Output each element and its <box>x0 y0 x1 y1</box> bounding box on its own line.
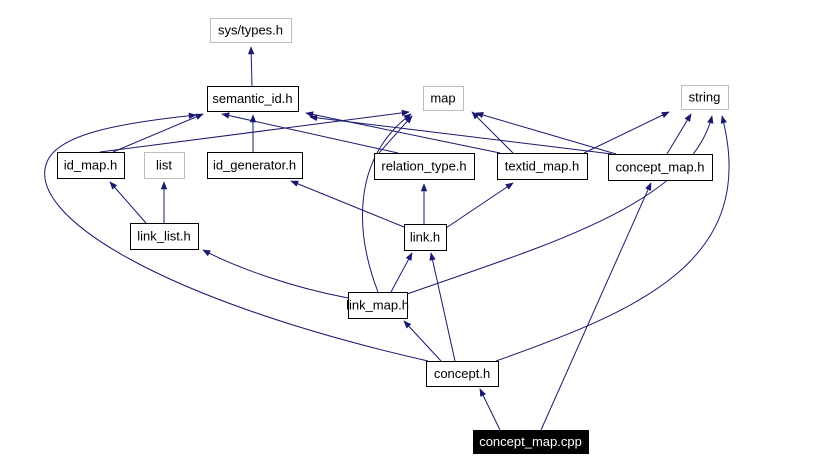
edge-textid-map-h-to-map <box>471 111 514 154</box>
node-concept-map-h[interactable]: concept_map.h <box>608 154 713 181</box>
edge-relation-type-h-to-map <box>378 115 413 154</box>
node-box-semantic-id-h[interactable] <box>207 86 299 112</box>
edge-link-map-h-to-link-list-h <box>202 249 349 299</box>
node-label-map: map <box>430 91 455 106</box>
edge-id-map-h-to-semantic-id-h <box>112 113 204 153</box>
edge-textid-map-h-to-semantic-id-h <box>305 111 501 154</box>
node-link-list-h[interactable]: link_list.h <box>130 223 199 250</box>
node-list: list <box>144 152 185 179</box>
edge-id-map-h-to-map <box>99 109 410 153</box>
edge-concept-h-to-string <box>495 115 730 362</box>
edge-concept-h-to-link-map-h <box>403 320 442 362</box>
edge-link-map-h-to-string <box>406 115 714 295</box>
node-label-link-map-h: link_map.h <box>346 298 409 313</box>
edge-textid-map-h-to-string <box>583 111 670 154</box>
node-box-textid-map-h[interactable] <box>497 153 588 180</box>
edge-link-map-h-to-map <box>362 113 412 293</box>
node-id-map-h[interactable]: id_map.h <box>57 152 125 179</box>
node-link-h[interactable]: link.h <box>404 224 447 251</box>
edge-link-h-to-id-generator-h <box>290 180 405 228</box>
edge-concept-map-h-to-string <box>666 113 692 155</box>
node-string: string <box>681 85 729 110</box>
edge-concept-map-cpp-to-concept-map-h <box>540 182 652 431</box>
node-box-concept-map-h[interactable] <box>608 154 713 181</box>
edge-link-list-h-to-id-map-h <box>109 181 147 224</box>
node-box-sys-types-h <box>210 18 292 43</box>
node-box-link-map-h[interactable] <box>348 292 408 319</box>
node-box-concept-h[interactable] <box>426 361 499 387</box>
node-box-concept-map-cpp <box>473 430 589 454</box>
node-textid-map-h[interactable]: textid_map.h <box>497 153 588 180</box>
node-concept-h[interactable]: concept.h <box>426 361 499 387</box>
node-box-id-generator-h[interactable] <box>207 152 303 179</box>
edge-semantic-id-h-to-sys-types-h <box>247 46 255 87</box>
node-map: map <box>423 86 464 111</box>
node-semantic-id-h[interactable]: semantic_id.h <box>207 86 299 112</box>
edge-concept-map-cpp-to-concept-h <box>479 388 501 431</box>
node-box-map <box>423 86 464 111</box>
node-label-concept-map-h: concept_map.h <box>616 160 705 175</box>
node-label-concept-map-cpp: concept_map.cpp <box>479 434 582 449</box>
node-label-concept-h: concept.h <box>434 366 490 381</box>
edge-link-map-h-to-link-h <box>390 252 413 293</box>
edge-concept-map-h-to-map <box>475 111 617 155</box>
node-label-link-list-h: link_list.h <box>137 229 190 244</box>
node-label-id-map-h: id_map.h <box>64 158 117 173</box>
edge-relation-type-h-to-semantic-id-h <box>221 112 399 154</box>
node-box-list <box>144 152 185 179</box>
node-id-generator-h[interactable]: id_generator.h <box>207 152 303 179</box>
edge-concept-h-to-semantic-id-h <box>44 112 429 362</box>
edge-link-h-to-textid-map-h <box>445 182 514 229</box>
node-box-link-list-h[interactable] <box>130 223 199 250</box>
node-label-link-h: link.h <box>410 230 440 245</box>
node-label-semantic-id-h: semantic_id.h <box>212 91 292 106</box>
node-concept-map-cpp: concept_map.cpp <box>473 430 589 454</box>
node-label-id-generator-h: id_generator.h <box>213 158 296 173</box>
node-label-textid-map-h: textid_map.h <box>505 159 579 174</box>
edge-concept-map-h-to-semantic-id-h <box>309 114 613 155</box>
node-label-list: list <box>156 158 172 173</box>
edge-concept-h-to-link-h <box>429 252 456 362</box>
node-box-link-h[interactable] <box>404 224 447 251</box>
node-sys-types-h: sys/types.h <box>210 18 292 43</box>
node-box-relation-type-h[interactable] <box>374 153 475 180</box>
node-box-string <box>681 85 729 110</box>
node-label-relation-type-h: relation_type.h <box>381 159 466 174</box>
node-link-map-h[interactable]: link_map.h <box>346 292 409 319</box>
node-box-id-map-h[interactable] <box>57 152 125 179</box>
node-label-string: string <box>689 90 721 105</box>
node-label-sys-types-h: sys/types.h <box>218 23 283 38</box>
node-relation-type-h[interactable]: relation_type.h <box>374 153 475 180</box>
